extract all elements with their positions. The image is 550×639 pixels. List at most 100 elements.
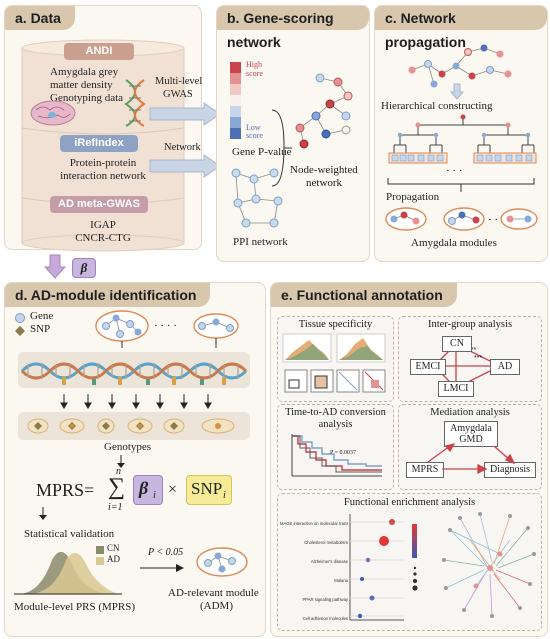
survival-pvalue: P = 0.0037	[330, 450, 356, 456]
genotype-blocks	[27, 418, 235, 434]
legend-gene-label: Gene	[30, 310, 54, 322]
gene-pvalue-label: Gene P-value	[232, 146, 292, 158]
meta-line2: CNCR-CTG	[75, 232, 131, 244]
snp-box	[186, 475, 232, 505]
adni-line1: Amygdala grey	[50, 66, 119, 78]
hierarchical-label: Hierarchical constructing	[381, 100, 493, 112]
adni-line3: Genotyping data	[50, 92, 124, 104]
sum-sigma: ∑	[108, 474, 126, 500]
high-score-label-2: score	[246, 69, 263, 78]
propagation-ellipsis: · · ·	[446, 165, 463, 177]
tissue-specificity-title: Tissue specificity	[298, 319, 373, 330]
arrow-multilevel-gwas	[149, 102, 221, 126]
iref-line1: Protein-protein	[69, 157, 137, 169]
tissue-plots	[282, 333, 386, 393]
enrichment-dotplot	[349, 514, 404, 621]
beta-formula: β	[139, 478, 149, 498]
diagnosis-node: Diagnosis	[484, 462, 536, 478]
multilevel-label-1: Multi-level	[155, 76, 203, 87]
propagation-network-graph	[408, 44, 512, 88]
intergroup-analysis-title: Inter-group analysis	[427, 319, 513, 330]
meta-line1: IGAP	[90, 219, 116, 231]
low-score-label-1: Low	[246, 123, 261, 132]
cn-node-label: CN	[450, 338, 464, 349]
ppi-network-graph	[231, 168, 283, 228]
high-score-label-1: High	[246, 60, 262, 69]
sum-top: n	[116, 466, 121, 477]
amygdala-gmd-node: Amygdala GMD	[444, 421, 498, 447]
node-weighted-network-graph	[295, 73, 353, 149]
ad-node-label: AD	[497, 361, 513, 372]
propagation-bracket	[387, 178, 535, 192]
emci-node: EMCI	[410, 359, 446, 375]
panel-d-title: d. AD-module identification	[5, 283, 211, 307]
arrow-formula-down	[39, 507, 47, 520]
snp-subscript: i	[223, 490, 226, 501]
emci-node-label: EMCI	[415, 361, 441, 372]
mprs-node-label: MPRS	[411, 464, 439, 475]
mediation-analysis-title: Mediation analysis	[430, 407, 510, 418]
node-weighted-label-1: Node-weighted	[290, 164, 358, 176]
panel-b-title: b. Gene-scoring network	[217, 6, 369, 50]
cn-node: CN	[442, 336, 472, 352]
svg-text:***: ***	[474, 355, 482, 362]
distribution-plot	[14, 551, 122, 595]
iref-line2: interaction network	[60, 170, 146, 182]
cn-legend-swatch	[96, 546, 104, 554]
dna-strand	[20, 362, 248, 385]
module-prs-label: Module-level PRS (MPRS)	[14, 601, 136, 613]
propagation-label: Propagation	[386, 191, 440, 203]
enrichment-terms: MAGE interaction on molecular transport …	[280, 514, 348, 628]
time-to-ad-title-2: analysis	[318, 419, 353, 430]
term-1: MAGE interaction on molecular transport	[280, 521, 348, 526]
node-weighted-label-2: network	[306, 177, 343, 189]
mediation-arrows	[427, 442, 516, 475]
beta-subscript: i	[153, 490, 156, 501]
lmci-node-label: LMCI	[443, 383, 469, 394]
functional-enrichment-title: Functional enrichment analysis	[343, 497, 476, 508]
term-6: Cell adhesion molecules	[302, 616, 348, 621]
ad-legend-swatch	[96, 557, 104, 565]
down-arrow-c1	[449, 83, 465, 100]
amygdala-gmd-line1: Amygdala	[450, 423, 492, 434]
gene-legend-icon	[15, 313, 25, 323]
diagnosis-node-label: Diagnosis	[490, 464, 530, 475]
arrow-genotypes-to-mprs	[117, 455, 125, 468]
score-colorbar	[230, 62, 241, 139]
svg-text:· · · ·: · · · ·	[154, 320, 177, 332]
arrow-network	[149, 154, 221, 178]
beta-box	[133, 475, 163, 505]
sum-bottom: i=1	[108, 502, 123, 513]
pvalue-label: P < 0.05	[148, 547, 184, 558]
ppi-network-label: PPI network	[233, 236, 288, 248]
snp-formula: SNP	[191, 479, 223, 498]
mprs-node: MPRS	[406, 462, 444, 478]
snp-legend-icon	[15, 326, 25, 336]
mprs-lhs: MPRS=	[36, 480, 95, 500]
adm-label-1: AD-relevant module	[168, 587, 259, 599]
term-5: PPAR signaling pathway	[302, 597, 348, 602]
lmci-node: LMCI	[438, 381, 474, 397]
term-3: Alzheimer's disease	[310, 559, 348, 564]
survival-plot	[291, 434, 382, 477]
arrow-down-beta	[43, 254, 67, 279]
panel-a-title: a. Data	[5, 6, 75, 30]
enrichment-network	[442, 512, 536, 618]
multilevel-label-2: GWAS	[163, 89, 193, 100]
amygdala-modules-label: Amygdala modules	[411, 237, 497, 249]
dna-icon	[124, 79, 146, 127]
bracket-connector	[271, 109, 292, 187]
legend-snp-label: SNP	[30, 323, 51, 335]
dendrogram	[388, 114, 537, 164]
panel-e-title: e. Functional annotation	[271, 283, 457, 307]
time-to-ad-title-1: Time-to-AD conversion	[285, 407, 386, 418]
module-selection: · · · ·	[95, 310, 239, 348]
svg-text:***: ***	[468, 347, 476, 354]
adni-line2: matter density	[50, 79, 113, 91]
genotypes-label: Genotypes	[104, 441, 152, 453]
times-symbol: ×	[168, 481, 178, 498]
adm-label-2: (ADM)	[200, 600, 233, 612]
adni-label: ANDI	[64, 43, 134, 60]
module-ellipses: · · · ·	[385, 207, 538, 231]
statistical-validation-label: Statistical validation	[24, 528, 115, 540]
